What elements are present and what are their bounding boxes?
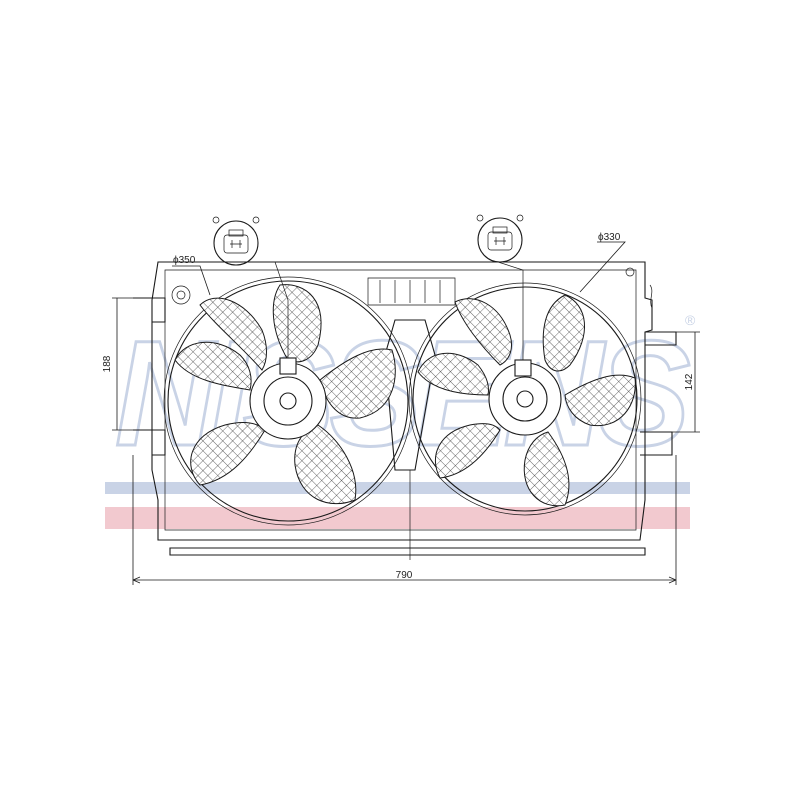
dimension-left-fan-diameter: ϕ350 [172,255,211,296]
watermark-blue-stripe [105,482,690,494]
dimension-overall-width: 790 [132,455,677,585]
dimension-left-height: 188 [102,297,133,431]
left-connector-icon [212,216,260,266]
right-fan [408,261,642,516]
right-connector-icon [476,214,524,263]
dimension-right-height: 142 [672,331,700,433]
watermark-red-stripe [105,507,690,529]
left-fan [163,261,413,526]
left-fan-blades [174,284,396,505]
overall-width-label: 790 [396,570,413,581]
right-height-label: 142 [684,373,695,390]
left-fan-diameter-label: ϕ350 [173,255,196,266]
right-fan-diameter-label: ϕ330 [598,232,621,243]
watermark-registered-mark: ® [685,312,696,328]
left-height-label: 188 [102,355,113,372]
right-fan-blades [417,294,636,507]
fan-shroud [133,261,677,560]
dimension-right-fan-diameter: ϕ330 [579,232,626,293]
